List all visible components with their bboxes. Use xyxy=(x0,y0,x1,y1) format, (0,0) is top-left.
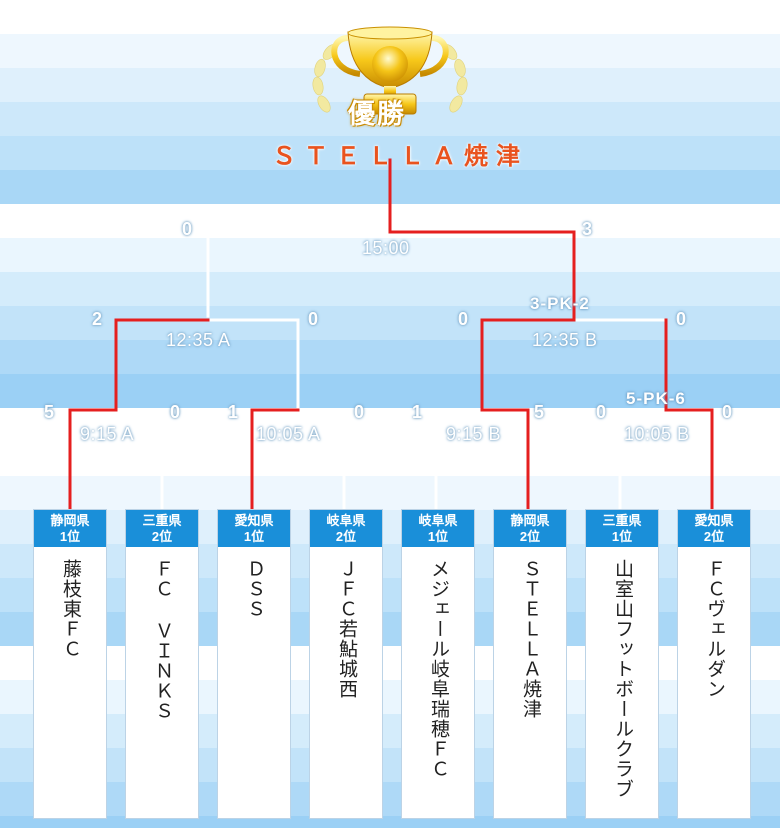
qf2-time: 10:05 A xyxy=(256,424,321,444)
qf3-score-right: 5 xyxy=(534,402,544,422)
qf1-time: 9:15 A xyxy=(80,424,134,444)
qf2-score-left: 1 xyxy=(228,402,238,422)
team-rank: 1位 xyxy=(244,529,264,544)
qf2-score-right: 0 xyxy=(354,402,364,422)
team-rank: 1位 xyxy=(60,529,80,544)
team-prefecture: 静岡県 xyxy=(50,513,89,528)
qf1-score-left: 5 xyxy=(44,402,54,422)
qf3-time: 9:15 B xyxy=(446,424,501,444)
team-prefecture: 静岡県 xyxy=(510,513,549,528)
team-prefecture: 三重県 xyxy=(602,513,641,528)
sf2-time: 12:35 B xyxy=(532,330,598,350)
qf4-time: 10:05 B xyxy=(624,424,690,444)
team-prefecture: 愛知県 xyxy=(234,513,273,528)
team-prefecture: 三重県 xyxy=(142,513,181,528)
team-name: 山室山フットボールクラブ xyxy=(612,559,632,799)
final-score-right: 3 xyxy=(582,219,592,239)
team-prefecture: 岐阜県 xyxy=(418,513,457,528)
team-name: ＳＴＥＬＬＡ焼津 xyxy=(520,559,540,719)
team-rank: 1位 xyxy=(612,529,632,544)
qf4-score-left: 0 xyxy=(596,402,606,422)
team-name: ＤＳＳ xyxy=(244,559,264,619)
team-rank: 2位 xyxy=(152,529,172,544)
team-name: ＪＦＣ若鮎城西 xyxy=(336,559,356,699)
team-name: ＦＣ ＶＩＮＫＳ xyxy=(152,559,172,721)
team-rank: 1位 xyxy=(428,529,448,544)
team-rank: 2位 xyxy=(704,529,724,544)
qf3-score-left: 1 xyxy=(412,402,422,422)
team-name: ＦＣヴェルダン xyxy=(704,559,724,699)
qf4-score-right: 0 xyxy=(722,402,732,422)
sf1-score-right: 0 xyxy=(308,309,318,329)
sf1-time: 12:35 A xyxy=(166,330,231,350)
qf1-score-right: 0 xyxy=(170,402,180,422)
team-rank: 2位 xyxy=(336,529,356,544)
team-rank: 2位 xyxy=(520,529,540,544)
sf2-pk: 3-PK-2 xyxy=(530,294,590,314)
sf2-score-left: 0 xyxy=(458,309,468,329)
final-score-left: 0 xyxy=(182,219,192,239)
team-prefecture: 愛知県 xyxy=(694,513,733,528)
team-prefecture: 岐阜県 xyxy=(326,513,365,528)
sf2-score-right: 0 xyxy=(676,309,686,329)
team-name: 藤枝東ＦＣ xyxy=(60,559,80,659)
team-name: メジェール岐阜瑞穂ＦＣ xyxy=(428,559,448,779)
final-time: 15:00 xyxy=(362,238,410,258)
sf1-score-left: 2 xyxy=(92,309,102,329)
qf4-pk: 5-PK-6 xyxy=(626,389,686,409)
